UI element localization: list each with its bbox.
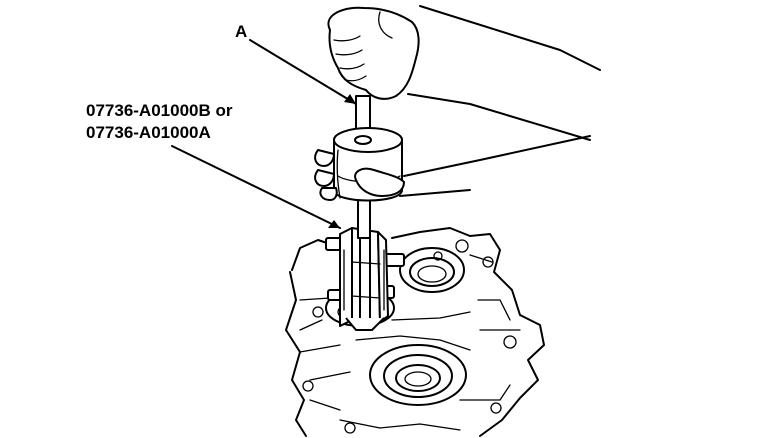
tool-number-label-line-1: 07736-A01000B or bbox=[86, 101, 233, 120]
transmission-housing bbox=[285, 227, 545, 437]
callout-a-label: A bbox=[235, 22, 248, 41]
tool-number-label-line-2: 07736-A01000A bbox=[86, 123, 211, 142]
leader-lines bbox=[171, 39, 357, 229]
slide-hammer bbox=[333, 95, 403, 239]
lower-hand bbox=[314, 135, 591, 201]
puller-attachment bbox=[325, 227, 405, 331]
upper-hand bbox=[327, 5, 601, 141]
